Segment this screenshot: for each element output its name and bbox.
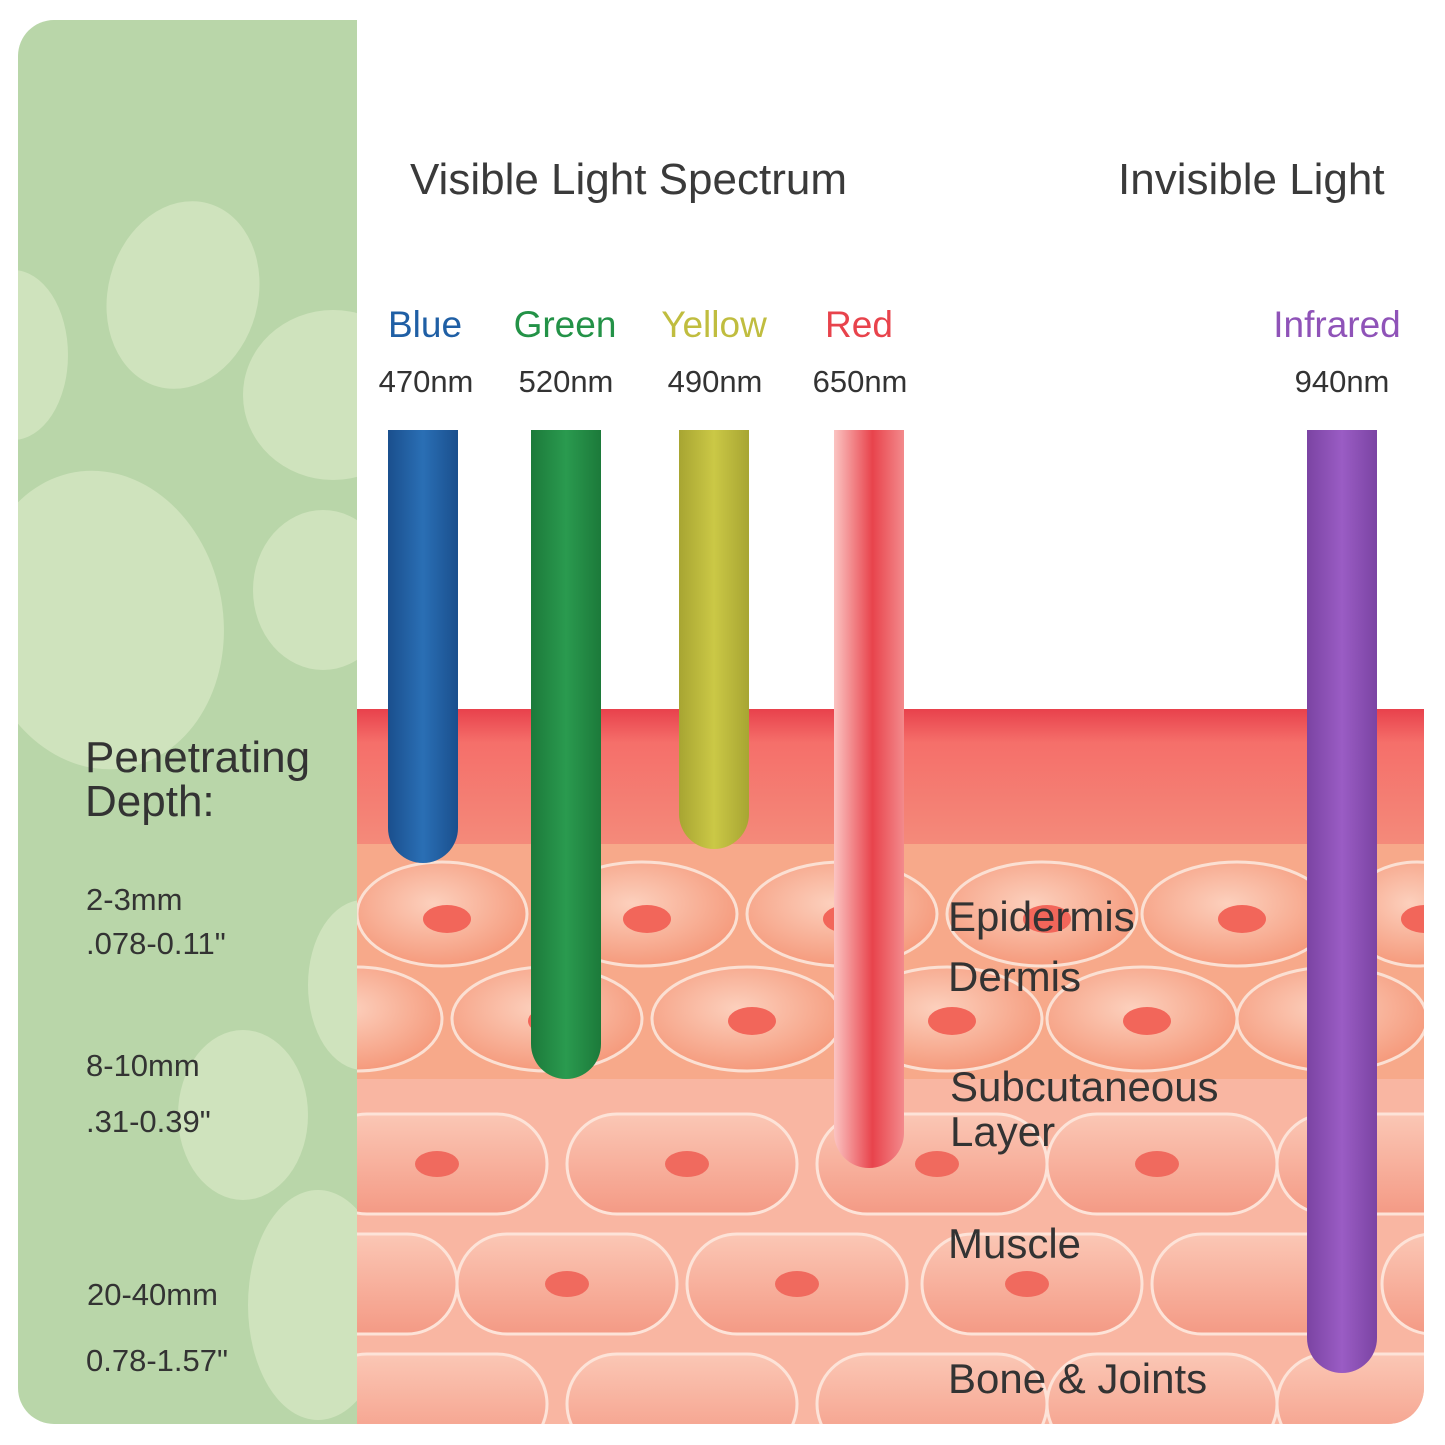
green-light-beam (531, 430, 601, 1079)
visible-light-heading: Visible Light Spectrum (410, 155, 847, 204)
yellow-wavelength: 490nm (667, 364, 763, 399)
bone-joints-label: Bone & Joints (948, 1355, 1208, 1402)
muscle-label: Muscle (948, 1220, 1082, 1267)
background-blob (18, 270, 68, 440)
background-blob (253, 510, 357, 670)
fiber-row (357, 1232, 1424, 1336)
blue-label: Blue (387, 304, 463, 345)
background-blob (178, 1030, 308, 1200)
background-blob (248, 1190, 357, 1420)
depth-3-mm: 20-40mm (87, 1277, 218, 1312)
red-wavelength: 650nm (812, 364, 908, 399)
yellow-label: Yellow (661, 304, 767, 345)
fiber-row (357, 1352, 1424, 1424)
background-blob (243, 310, 357, 480)
blue-light-beam (388, 430, 458, 863)
invisible-light-heading: Invisible Light (1118, 155, 1385, 204)
yellow-light-beam (679, 430, 749, 849)
depth-1-mm: 2-3mm (86, 882, 183, 917)
background-blob (308, 900, 357, 1070)
dermis-label: Dermis (948, 953, 1081, 1000)
green-wavelength: 520nm (518, 364, 614, 399)
depth-2-inch: .31-0.39" (86, 1104, 211, 1139)
green-label: Green (513, 304, 617, 345)
depth-panel (18, 20, 357, 1424)
penetrating-depth-title: Penetrating Depth: (85, 733, 311, 826)
infrared-label: Infrared (1273, 304, 1401, 345)
subcutaneous-layer-label: Subcutaneous Layer (950, 1063, 1219, 1155)
depth-1-inch: .078-0.11" (86, 926, 226, 961)
red-label: Red (825, 304, 893, 345)
infrared-wavelength: 940nm (1294, 364, 1390, 399)
depth-3-inch: 0.78-1.57" (86, 1343, 228, 1378)
epidermis-label: Epidermis (948, 893, 1135, 940)
red-light-beam (834, 430, 904, 1168)
infrared-light-beam (1307, 430, 1377, 1373)
blue-wavelength: 470nm (378, 364, 474, 399)
depth-2-mm: 8-10mm (86, 1048, 200, 1083)
